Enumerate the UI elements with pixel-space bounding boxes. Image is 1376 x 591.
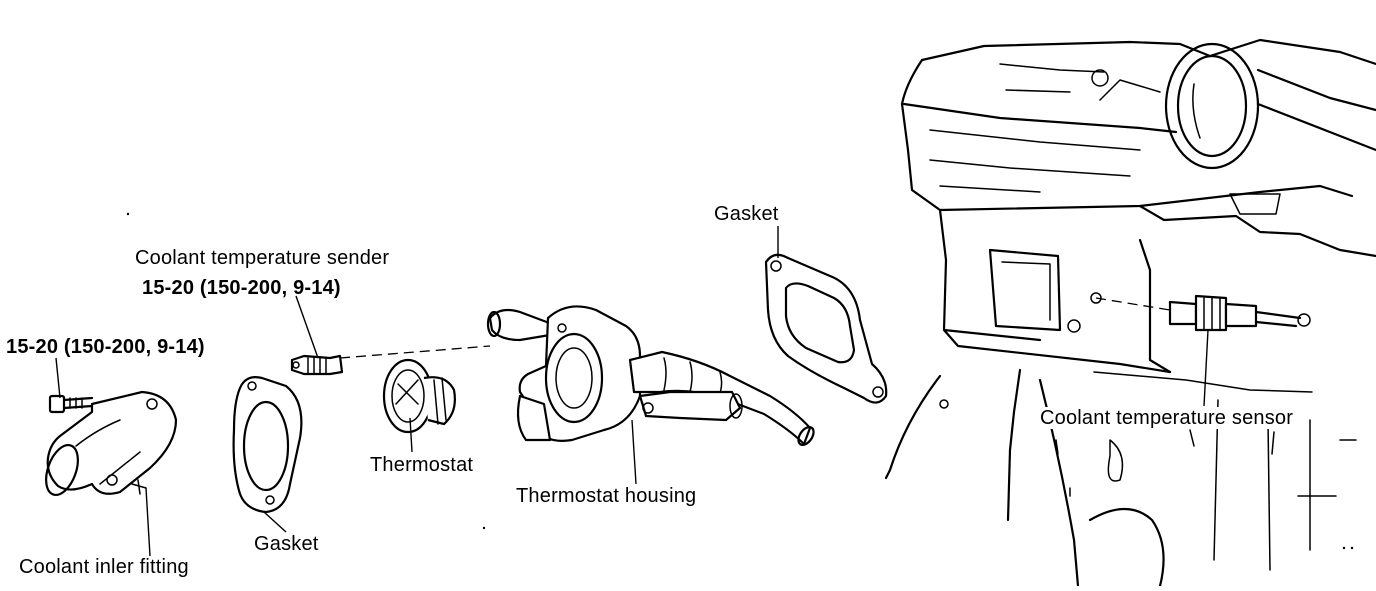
gasket-right-label: Gasket (714, 203, 779, 225)
gasket-left-part (232, 376, 303, 514)
leader-lines (55, 226, 1209, 557)
thermostat-housing-label: Thermostat housing (516, 485, 697, 507)
bolt-part (48, 394, 94, 414)
coolant-inlet-fitting-label: Coolant inler fitting (19, 556, 189, 578)
gasket-right-part (764, 253, 888, 404)
coolant-inlet-fitting-part (45, 390, 178, 496)
thermostat-part (382, 358, 456, 434)
coolant-temperature-sensor-label: Coolant temperature sensor (1038, 407, 1296, 429)
coolant-temperature-sender-label: Coolant temperature sender (135, 247, 390, 269)
scan-specks (126, 212, 1354, 550)
sender-torque-label: 15-20 (150-200, 9-14) (142, 277, 341, 299)
alignment-dash-line (339, 345, 491, 359)
engine-block-part (884, 38, 1376, 588)
bolt-torque-label: 15-20 (150-200, 9-14) (6, 336, 205, 358)
thermostat-housing-part (486, 305, 815, 446)
thermostat-label: Thermostat (370, 454, 474, 476)
coolant-temperature-sensor-part (1095, 294, 1311, 332)
gasket-left-label: Gasket (254, 533, 319, 555)
coolant-temperature-sender-part (290, 354, 344, 376)
